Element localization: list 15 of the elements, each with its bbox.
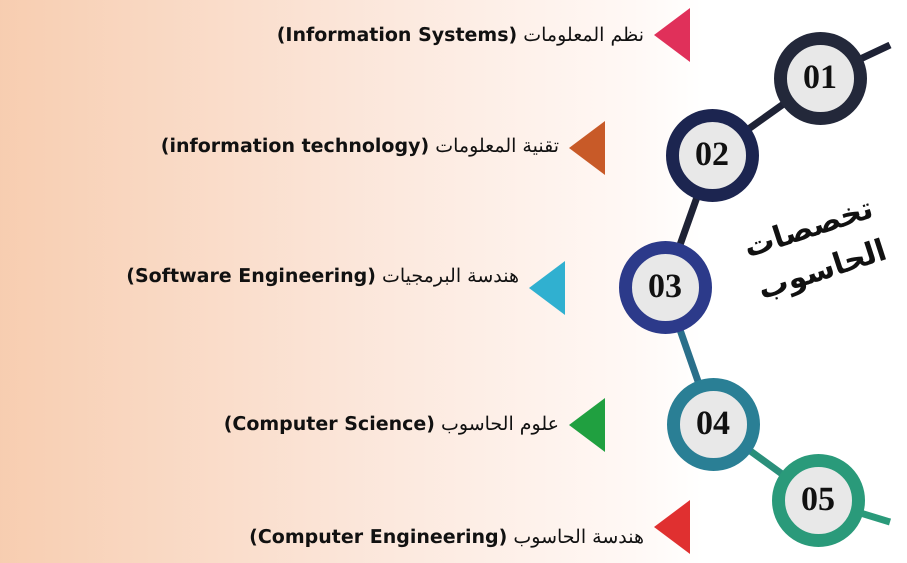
- specialty-name: علوم الحاسوب: [441, 413, 559, 435]
- specialty-name: هندسة الحاسوب: [513, 526, 644, 548]
- specialty-name: (Computer Science): [224, 413, 435, 435]
- specialty-name: هندسة البرمجيات: [382, 265, 519, 287]
- specialty-name: (Software Engineering): [126, 265, 376, 287]
- number-circle: 03: [618, 240, 712, 334]
- number-circle: 02: [666, 108, 758, 202]
- number-circle: 05: [772, 454, 864, 546]
- specialty-name: نظم المعلومات: [523, 24, 644, 46]
- number-circle: 04: [666, 378, 760, 470]
- specialty-name: (Computer Engineering): [249, 526, 508, 548]
- specialty-name: (information technology): [160, 135, 430, 157]
- specialty-name: تقنية المعلومات: [435, 135, 559, 157]
- specialty-name: (Information Systems): [276, 24, 518, 46]
- number-circle: 01: [774, 32, 866, 124]
